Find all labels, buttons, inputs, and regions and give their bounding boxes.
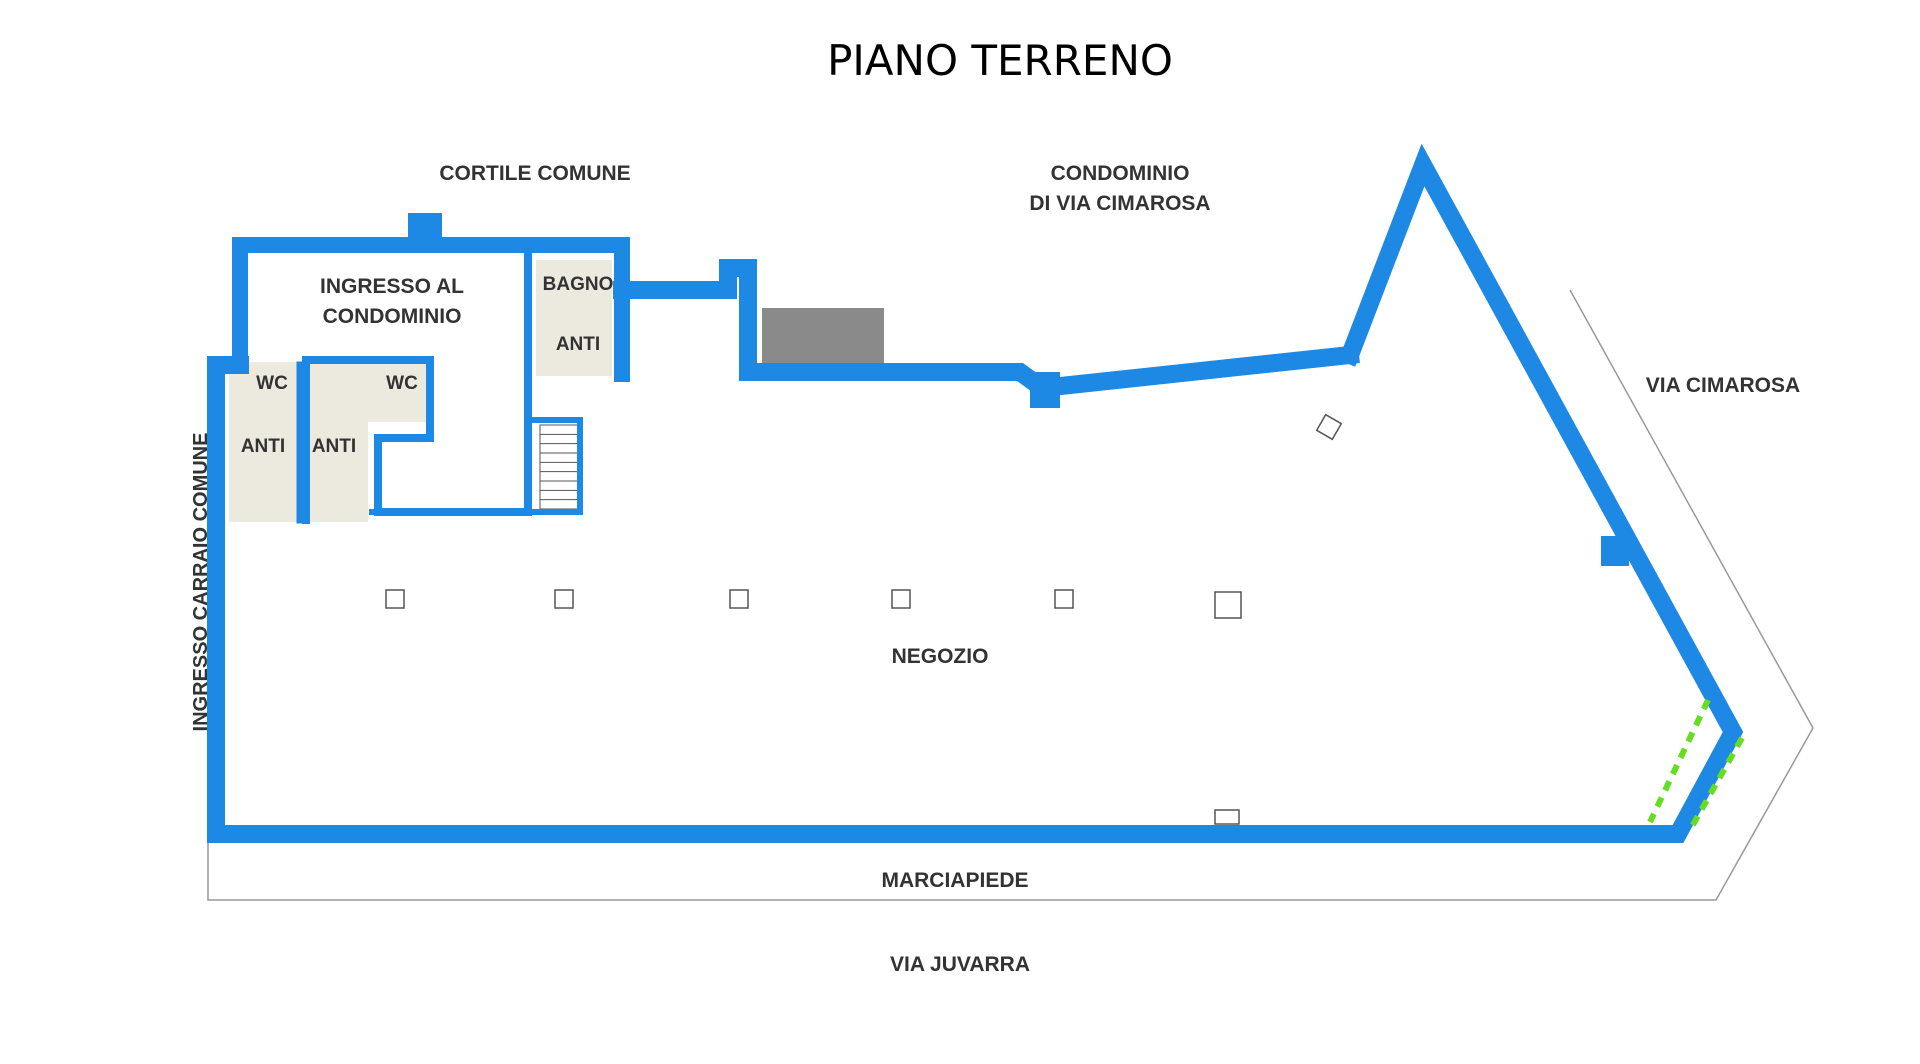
partition-wall [369,417,583,515]
pillar [385,589,405,609]
stairs-frame [539,424,581,510]
entrance-nub [408,213,442,243]
wc-right-label: WC [386,373,418,394]
shop-outer-wall [207,143,1744,843]
stairs-internal [539,424,581,510]
neighbor-label-line1: CONDOMINIO [1051,162,1190,185]
plan-title: PIANO TERRENO [827,36,1173,85]
side-street-label: VIA CIMAROSA [1646,374,1800,397]
sidewalk-label: MARCIAPIEDE [881,869,1028,892]
pillar [554,589,574,609]
pillars [385,413,1343,825]
anti-right-label: ANTI [312,436,356,457]
anti-left-label: ANTI [241,436,285,457]
bathroom-fill [536,260,612,376]
entrance-label-line1: INGRESSO AL [320,275,464,298]
neighbor-label-line2: DI VIA CIMAROSA [1029,192,1210,215]
side-entrance-label: INGRESSO CARRAIO COMUNE [190,433,212,732]
entrance-block-wall [232,237,630,382]
courtyard-pier [1030,372,1060,408]
sidewalk-outline [207,289,1814,901]
pillar [891,589,911,609]
walls [207,143,1744,843]
east-wall-pier [1601,536,1629,566]
wc-right-inner-fill [368,362,428,422]
wc-left-fill [229,362,299,522]
pillar [1214,591,1242,619]
pillar [1214,809,1240,825]
shop-door-marks [1647,698,1745,832]
entrance-label-line2: CONDOMINIO [323,305,462,328]
main-street-label: VIA JUVARRA [890,953,1030,976]
door-mark-left [1647,698,1711,824]
stairs-courtyard-block [762,308,884,364]
stairs-courtyard [762,308,884,364]
pillar [729,589,749,609]
wc-left-label: WC [256,373,288,394]
wc-right-fill [306,362,368,522]
bathroom-label: BAGNO [543,274,614,295]
pillar [1315,413,1343,441]
courtyard-wall [613,259,1360,398]
courtyard-label: CORTILE COMUNE [439,162,630,185]
bathroom-anti-label: ANTI [556,334,600,355]
service-rooms [229,260,612,522]
pillar [1054,589,1074,609]
shop-label: NEGOZIO [892,645,989,668]
